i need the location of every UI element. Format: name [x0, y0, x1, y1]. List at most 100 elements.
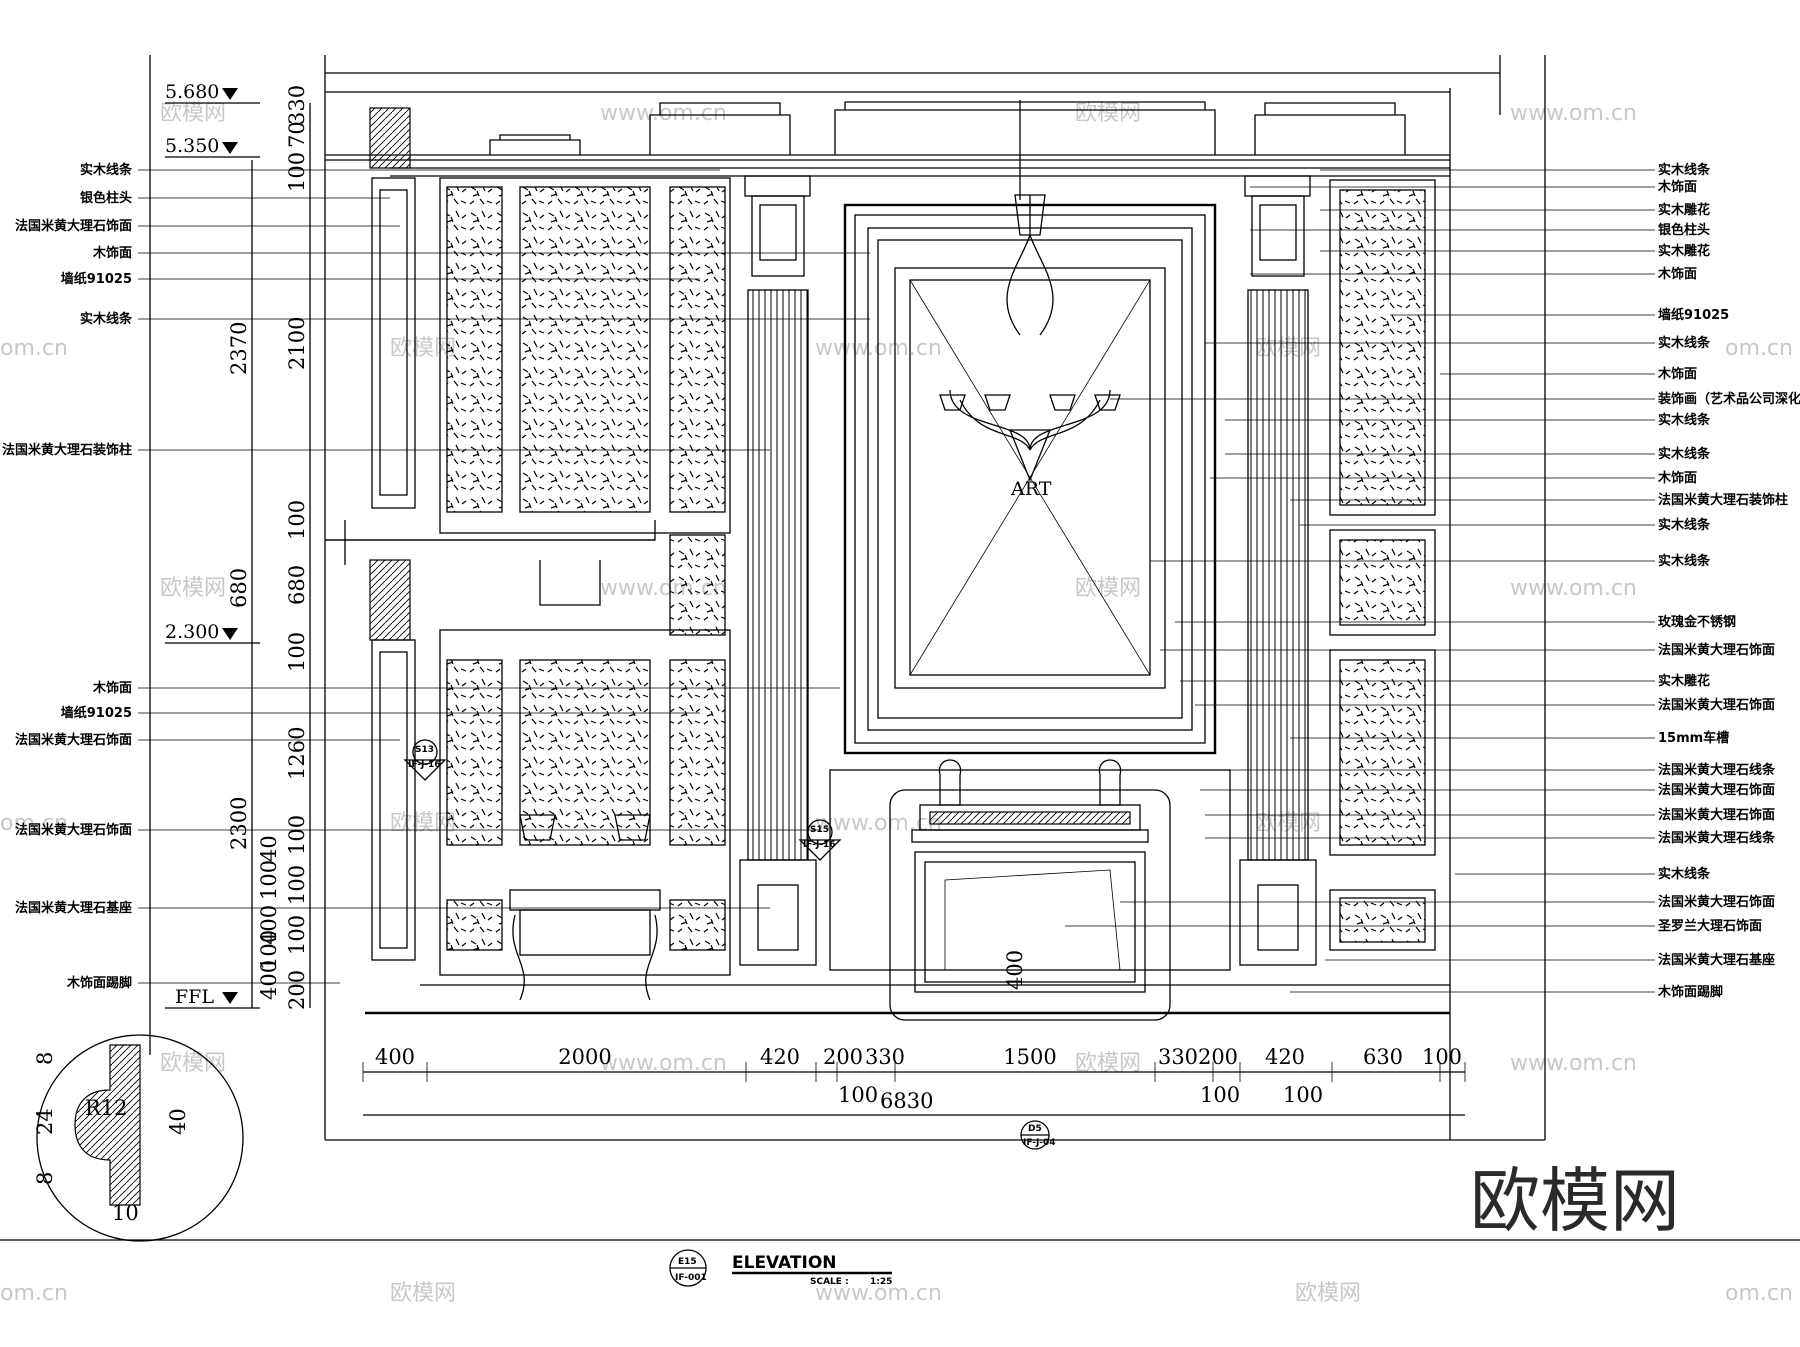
dim-outer-2: 680 [227, 568, 251, 608]
brand-logo: 欧模网 [1470, 1160, 1680, 1242]
dim-inner-9: 100 [285, 815, 309, 855]
watermark-layer: 欧模网 www.om.cn 欧模网 www.om.cn om.cn 欧模网 www.om.c… [0, 101, 1793, 1306]
dim-small-4: 100 [257, 930, 281, 970]
right-label-0: 实木线条 [1658, 162, 1711, 178]
dim-center: 400 [1003, 950, 1027, 990]
right-label-8: 木饰面 [1657, 366, 1697, 382]
fireplace [829, 759, 1231, 1021]
dim-outer-3: 2300 [227, 797, 251, 850]
right-label-19: 法国米黄大理石饰面 [1658, 697, 1775, 713]
watermark-20: www.om.cn [1510, 1051, 1637, 1076]
bottom-dim-5: 1500 [1003, 1045, 1056, 1069]
right-label-15: 实木线条 [1658, 553, 1711, 569]
watermark-4: om.cn [0, 336, 68, 361]
dim-inner-5: 100 [285, 500, 309, 540]
level-mid: 5.350 [165, 135, 219, 157]
watermark-9: 欧模网 [160, 576, 226, 601]
drawing-frame [0, 55, 1800, 1241]
right-label-2: 实木雕花 [1658, 202, 1710, 218]
bottom-dim-1: 2000 [558, 1045, 611, 1069]
left-wall-section [325, 177, 656, 961]
watermark-8: om.cn [1725, 336, 1793, 361]
left-label-0: 实木线条 [80, 162, 133, 178]
title-block: E15 IF-001 ELEVATION SCALE : 1:25 [669, 1249, 892, 1287]
bottom-dim-6: 330 [1158, 1045, 1198, 1069]
detail-dim-2: 24 [33, 1108, 57, 1135]
bottom-dim-2: 420 [760, 1045, 800, 1069]
detail-radius: R12 [85, 1096, 128, 1120]
console-table [509, 814, 661, 1001]
scale-value: 1:25 [870, 1277, 892, 1287]
dim-inner-1: 330 [285, 85, 309, 125]
bottom-dim-4: 330 [865, 1045, 905, 1069]
tag-bottom-bottom: IF-J-04 [1023, 1138, 1056, 1148]
watermark-24: 欧模网 [1295, 1281, 1361, 1306]
watermark-0: 欧模网 [160, 101, 226, 126]
watermark-22: 欧模网 [390, 1281, 456, 1306]
watermark-2: 欧模网 [1075, 101, 1141, 126]
left-label-7: 木饰面 [92, 680, 132, 696]
right-panels [1329, 179, 1436, 951]
tag-bottom-top: D5 [1028, 1124, 1042, 1134]
dim-sub-3: 100 [1283, 1083, 1323, 1107]
right-label-6: 墙纸91025 [1658, 307, 1729, 323]
bottom-dim-3: 200 [823, 1045, 863, 1069]
detail-dim-4: 40 [166, 1108, 190, 1135]
watermark-15: www.om.cn [815, 811, 942, 836]
drawing-title: ELEVATION [732, 1253, 837, 1273]
scale-label: SCALE : [810, 1277, 849, 1287]
level-floor: FFL [175, 986, 214, 1008]
watermark-13: om.cn [0, 811, 68, 836]
right-label-1: 木饰面 [1657, 179, 1697, 195]
right-label-list: 实木线条木饰面实木雕花银色柱头实木雕花木饰面墙纸91025实木线条木饰面装饰画（… [1657, 162, 1800, 1000]
right-label-26: 法国米黄大理石饰面 [1658, 894, 1775, 910]
left-label-6: 法国米黄大理石装饰柱 [2, 442, 132, 458]
dim-small-3: 400 [257, 905, 281, 945]
detail-dim-5: 10 [112, 1201, 139, 1225]
art-label: ART [1010, 478, 1052, 500]
left-label-12: 木饰面踢脚 [66, 975, 132, 991]
watermark-11: 欧模网 [1075, 576, 1141, 601]
section-tags: S13 IF-J-16 S15 IF-J-16 D5 IF-J-04 [403, 739, 1056, 1150]
detail-dim-1: 8 [33, 1052, 57, 1065]
right-label-13: 法国米黄大理石装饰柱 [1658, 492, 1788, 508]
left-label-9: 法国米黄大理石饰面 [15, 732, 132, 748]
dim-inner-7: 100 [285, 632, 309, 672]
ceiling-cornice [325, 91, 1450, 177]
right-label-9: 装饰画（艺术品公司深化） [1657, 391, 1800, 407]
leader-lines [138, 169, 1655, 993]
floor-baseboard [365, 984, 1450, 1015]
right-label-10: 实木线条 [1658, 412, 1711, 428]
right-label-29: 木饰面踢脚 [1657, 984, 1723, 1000]
bottom-dim-0: 400 [375, 1045, 415, 1069]
right-label-24: 法国米黄大理石线条 [1658, 830, 1776, 846]
right-label-5: 木饰面 [1657, 266, 1697, 282]
sheet-number: IF-001 [675, 1273, 707, 1283]
profile-detail: R12 8 24 8 40 10 [33, 1034, 244, 1242]
tag-left-top: S13 [415, 745, 434, 755]
left-label-4: 墙纸91025 [61, 271, 132, 287]
right-label-22: 法国米黄大理石饰面 [1658, 782, 1775, 798]
watermark-23: www.om.cn [815, 1281, 942, 1306]
right-label-23: 法国米黄大理石饰面 [1658, 807, 1775, 823]
tag-center-top: S15 [810, 825, 829, 835]
watermark-25: om.cn [1725, 1281, 1793, 1306]
right-label-17: 法国米黄大理石饰面 [1658, 642, 1775, 658]
dim-small-2: 100 [257, 860, 281, 900]
right-label-18: 实木雕花 [1658, 673, 1710, 689]
dim-sub-2: 100 [1200, 1083, 1240, 1107]
level-top: 5.680 [165, 81, 219, 103]
left-label-8: 墙纸91025 [61, 705, 132, 721]
dim-inner-8: 1260 [285, 727, 309, 780]
right-label-16: 玫瑰金不锈钢 [1658, 614, 1736, 630]
dim-inner-4: 2100 [285, 317, 309, 370]
right-label-25: 实木线条 [1658, 866, 1711, 882]
watermark-3: www.om.cn [1510, 101, 1637, 126]
watermark-21: om.cn [0, 1281, 68, 1306]
left-door-panels [439, 177, 731, 976]
dim-inner-10: 100 [285, 865, 309, 905]
right-label-3: 银色柱头 [1658, 222, 1710, 238]
